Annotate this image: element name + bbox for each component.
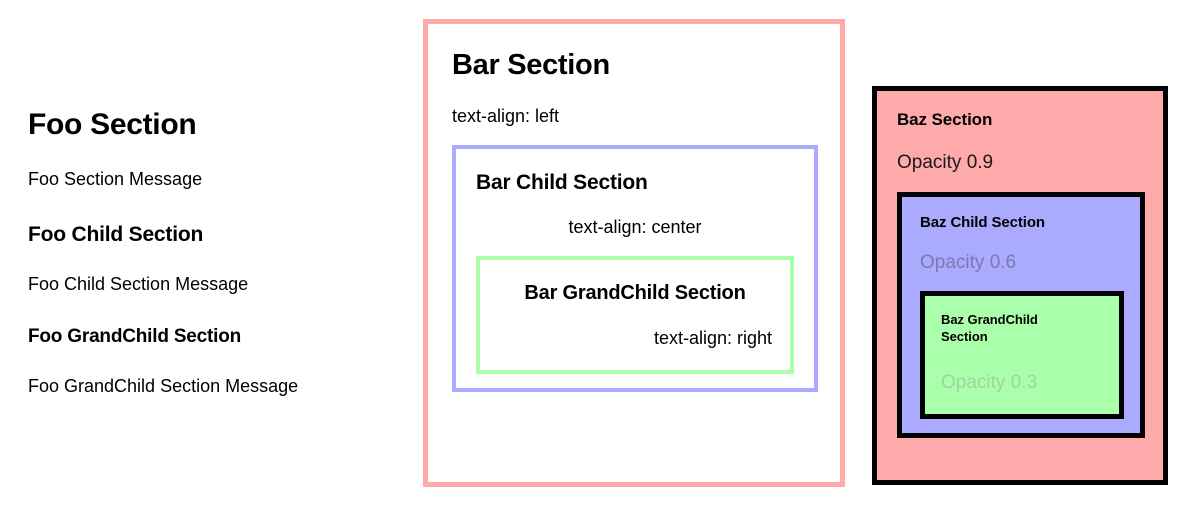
baz-grandchild-section-heading: Baz GrandChild Section [941,311,1038,344]
bar-section-heading: Bar Section [452,49,610,81]
bar-grandchild-section-note: text-align: right [653,328,772,349]
baz-child-section-heading: Baz Child Section [920,214,1045,232]
foo-section-heading: Foo Section [28,108,197,141]
foo-grandchild-section: Foo GrandChild Section Foo GrandChild Se… [28,326,398,397]
bar-child-section-heading: Bar Child Section [476,171,648,195]
baz-child-section-opacity-label: Opacity 0.6 [920,251,1017,273]
baz-grandchild-section: Baz GrandChild Section Opacity 0.3 [920,290,1124,420]
foo-grandchild-section-message: Foo GrandChild Section Message [28,376,299,397]
foo-grandchild-section-heading: Foo GrandChild Section [28,326,242,348]
foo-child-section-heading: Foo Child Section [28,222,204,246]
baz-section-opacity-label: Opacity 0.9 [897,151,994,173]
baz-child-section: Baz Child Section Opacity 0.6 Baz GrandC… [897,192,1145,439]
baz-section: Baz Section Opacity 0.9 Baz Child Sectio… [872,86,1168,485]
baz-section-heading: Baz Section [897,110,993,129]
bar-grandchild-section: Bar GrandChild Section text-align: right [476,256,794,374]
bar-child-section-note: text-align: center [568,216,702,237]
baz-grandchild-section-opacity-label: Opacity 0.3 [941,371,1038,393]
bar-section: Bar Section text-align: left Bar Child S… [423,19,845,487]
bar-section-note: text-align: left [452,105,560,126]
foo-child-section: Foo Child Section Foo Child Section Mess… [28,223,398,398]
bar-grandchild-section-heading: Bar GrandChild Section [524,282,746,305]
foo-section: Foo Section Foo Section Message Foo Chil… [28,108,398,398]
foo-section-message: Foo Section Message [28,169,203,189]
foo-child-section-message: Foo Child Section Message [28,273,249,294]
bar-child-section: Bar Child Section text-align: center Bar… [452,145,818,392]
